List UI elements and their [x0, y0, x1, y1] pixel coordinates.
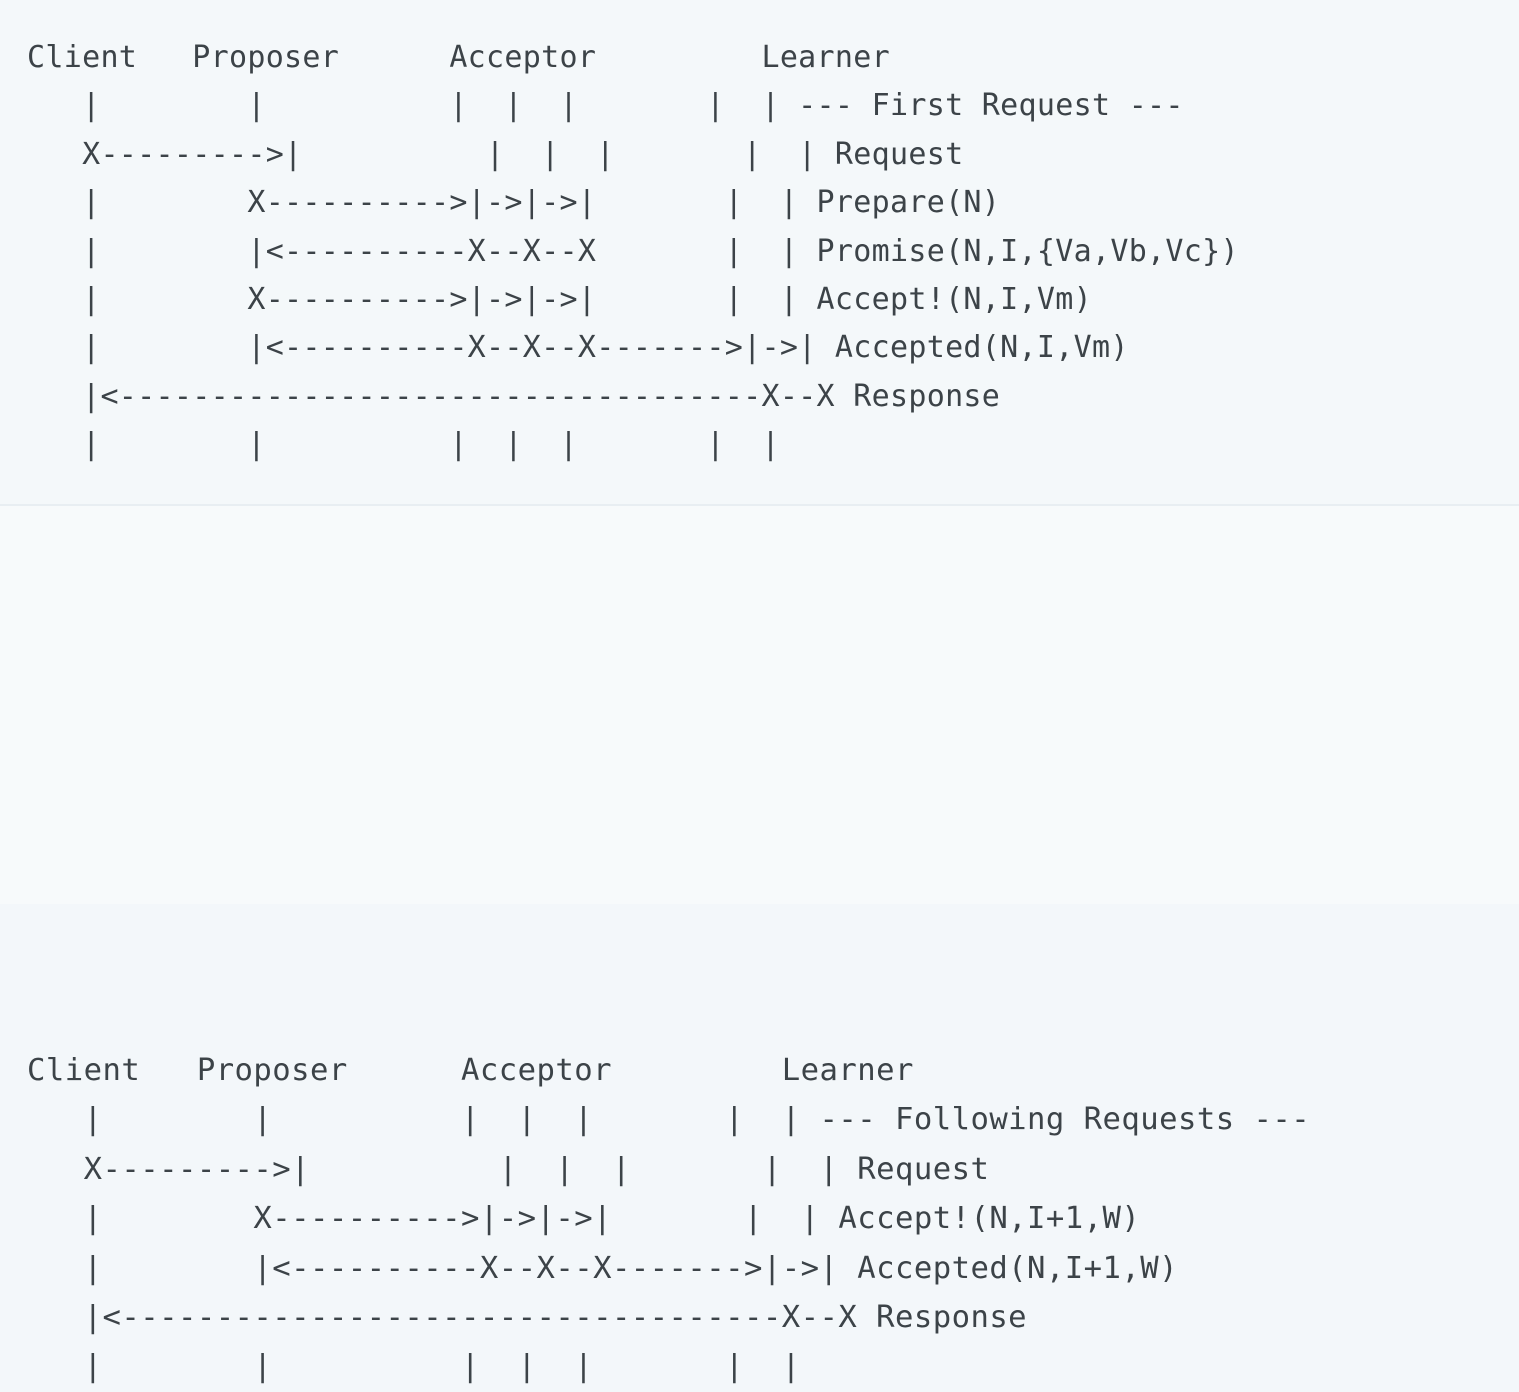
paxos-first-request-block: Client Proposer Acceptor Learner | | | |…: [0, 0, 1519, 506]
ascii-art-first-request: Client Proposer Acceptor Learner | | | |…: [27, 40, 1239, 463]
paxos-following-requests-block: Client Proposer Acceptor Learner | | | |…: [0, 506, 1519, 1384]
ascii-art-following-requests: Client Proposer Acceptor Learner | | | |…: [27, 1053, 1311, 1385]
